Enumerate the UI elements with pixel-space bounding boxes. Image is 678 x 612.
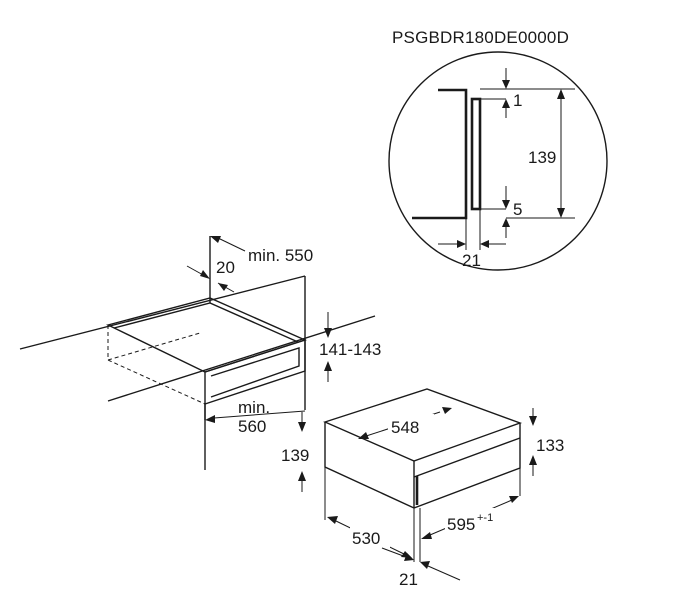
drawer-dim-front-thickness: 21 xyxy=(399,570,418,589)
niche-dim-depth: min. 550 xyxy=(248,246,313,265)
detail-cabinet-edge xyxy=(412,88,468,220)
detail-dim-width: 21 xyxy=(462,251,481,270)
detail-dim-top: 1 xyxy=(513,91,522,110)
niche-dim-height: 141-143 xyxy=(319,340,381,359)
drawer-dim-width: 595 xyxy=(447,515,475,534)
detail-dim-bottom: 5 xyxy=(513,200,522,219)
niche-dim-width-prefix: min. xyxy=(238,398,270,417)
drawer-dim-front-height: 133 xyxy=(536,436,564,455)
model-code: PSGBDR180DE0000D xyxy=(392,28,569,47)
detail-circle xyxy=(388,51,608,271)
drawer-view: 548 139 133 530 595 +-1 21 xyxy=(281,388,564,589)
niche-dim-width: 560 xyxy=(238,417,266,436)
detail-dim-height: 139 xyxy=(528,148,556,167)
detail-front-panel xyxy=(470,97,482,211)
drawer-dim-width-tolerance: +-1 xyxy=(477,512,493,524)
niche-dim-front-offset: 20 xyxy=(216,258,235,277)
drawer-dim-depth: 548 xyxy=(391,418,419,437)
drawer-dim-height: 139 xyxy=(281,446,309,465)
niche-view: 20 min. 550 141-143 min. 560 xyxy=(19,236,381,470)
drawer-dim-side-depth: 530 xyxy=(352,529,380,548)
detail-view: 1 139 5 21 xyxy=(388,51,608,271)
